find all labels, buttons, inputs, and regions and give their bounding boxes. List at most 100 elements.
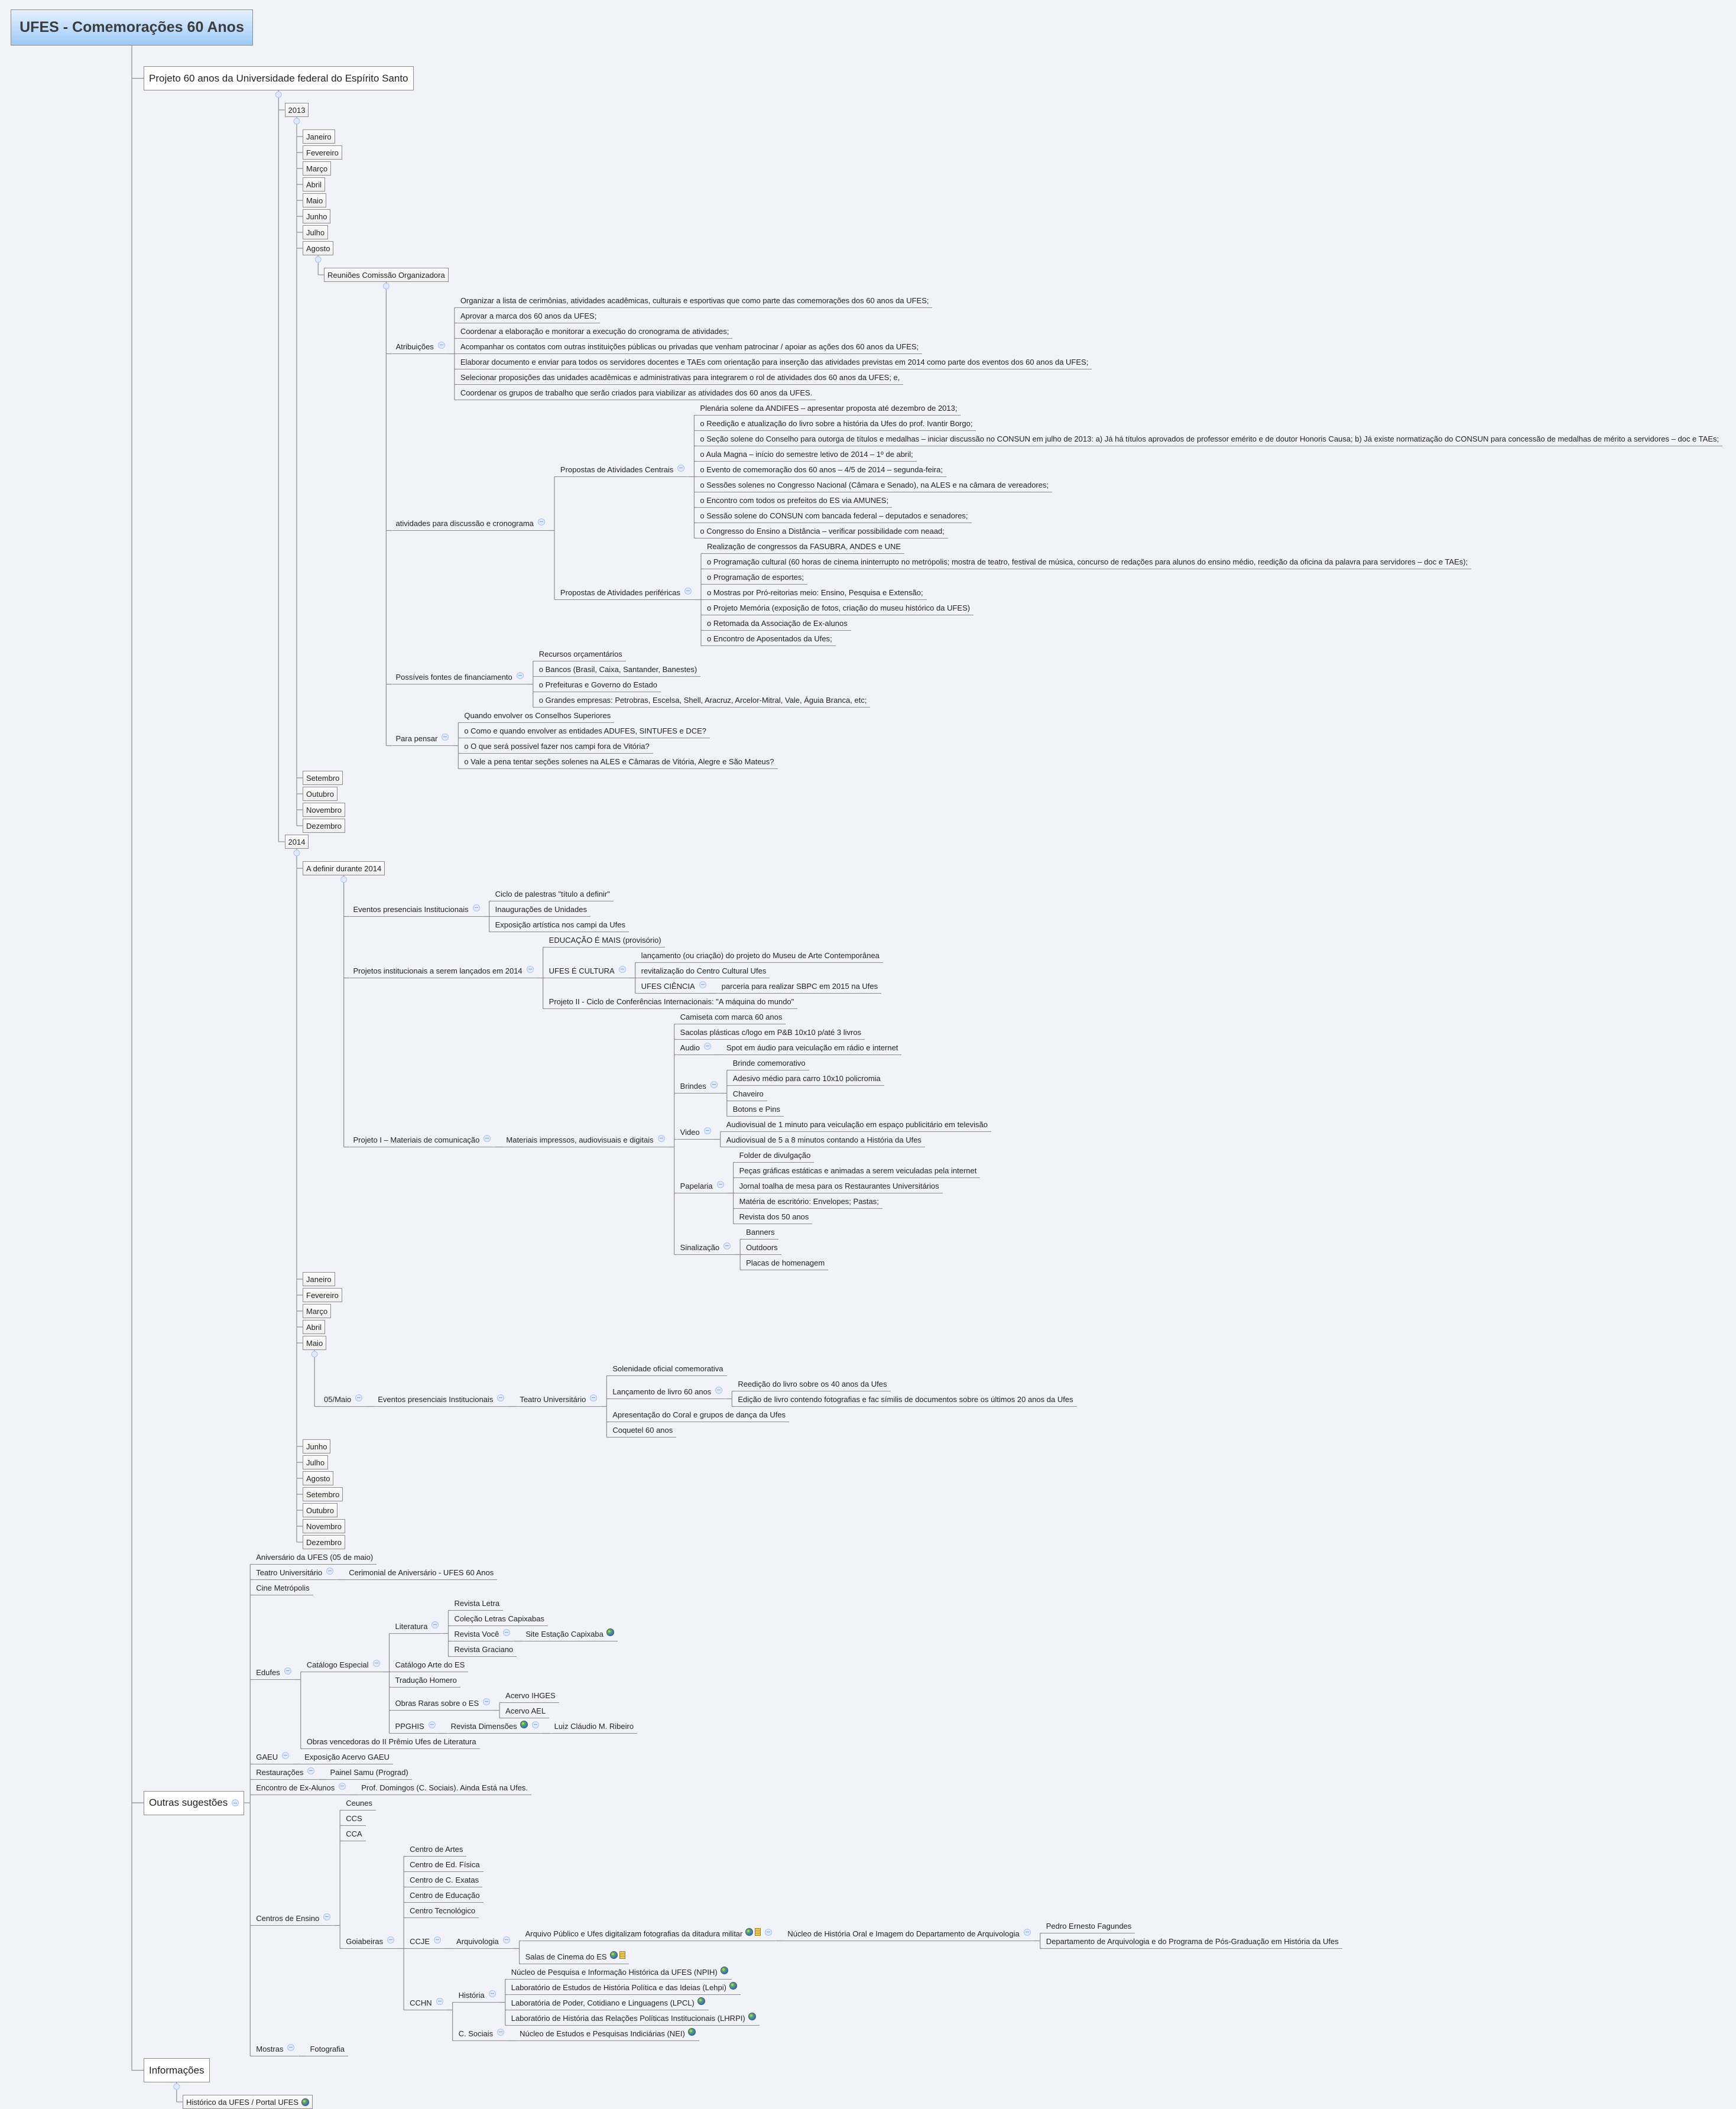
topic-label-row[interactable]: Papelaria — [676, 1178, 728, 1193]
collapse-toggle-icon[interactable] — [428, 1721, 436, 1728]
collapse-toggle-icon[interactable] — [703, 1042, 711, 1050]
topic-label-row[interactable]: Recursos orçamentários — [535, 646, 626, 661]
collapse-toggle-icon[interactable] — [488, 1990, 496, 1997]
collapse-toggle-icon[interactable] — [307, 1767, 315, 1774]
topic-label-row[interactable]: Ciclo de palestras "título a definir" — [491, 886, 614, 901]
topic-label-row[interactable]: o Prefeituras e Governo do Estado — [535, 677, 661, 692]
collapse-toggle-icon[interactable] — [502, 1936, 510, 1943]
topic-box[interactable]: Agosto — [303, 241, 334, 255]
topic-box[interactable]: Projeto 60 anos da Universidade federal … — [144, 66, 414, 90]
topic-label-row[interactable]: Adesivo médio para carro 10x10 policromi… — [729, 1070, 884, 1086]
topic-label-row[interactable]: Mostras — [252, 2041, 298, 2056]
topic-label-row[interactable]: Quando envolver os Conselhos Superiores — [460, 708, 615, 723]
globe-icon[interactable] — [729, 1982, 737, 1990]
topic-label-row[interactable]: o Vale a pena tentar seções solenes na A… — [460, 754, 778, 769]
collapse-toggle-icon[interactable] — [472, 904, 480, 911]
topic-label-row[interactable]: Propostas de Atividades Centrais — [556, 462, 689, 477]
topic-label-row[interactable]: Projetos institucionais a serem lançados… — [349, 963, 537, 978]
topic-label-row[interactable]: Acervo AEL — [502, 1703, 550, 1718]
topic-box[interactable]: Novembro — [303, 803, 345, 817]
collapse-toggle-icon[interactable] — [497, 2028, 505, 2036]
topic-label-row[interactable]: o Projeto Memória (exposição de fotos, c… — [703, 600, 974, 615]
topic-box[interactable]: Outubro — [303, 1503, 338, 1517]
topic-label-row[interactable]: Apresentação do Coral e grupos de dança … — [609, 1407, 790, 1422]
topic-label-row[interactable]: Fotografia — [306, 2041, 349, 2056]
topic-label-row[interactable]: PPGHIS — [391, 1718, 439, 1734]
topic-box[interactable]: Setembro — [303, 771, 343, 785]
topic-label-row[interactable]: 05/Maio — [320, 1391, 366, 1407]
topic-label-row[interactable]: Coquetel 60 anos — [609, 1422, 677, 1438]
topic-label-row[interactable]: o Sessões solenes no Congresso Nacional … — [696, 477, 1053, 492]
topic-label-row[interactable]: Organizar a lista de cerimônias, ativida… — [456, 293, 933, 308]
topic-label-row[interactable]: Video — [676, 1124, 715, 1140]
topic-label-row[interactable]: Cerimonial de Aniversário - UFES 60 Anos — [345, 1565, 498, 1580]
topic-box[interactable]: Dezembro — [303, 1535, 345, 1549]
topic-label-row[interactable]: Pedro Ernesto Fagundes — [1042, 1918, 1135, 1933]
topic-label-row[interactable]: o Como e quando envolver as entidades AD… — [460, 723, 710, 738]
topic-label-row[interactable]: Acompanhar os contatos com outras instit… — [456, 339, 923, 354]
topic-label-row[interactable]: Aniversário da UFES (05 de maio) — [252, 1549, 377, 1565]
collapse-toggle-icon[interactable] — [436, 1997, 443, 2005]
topic-label-row[interactable]: Propostas de Atividades periféricas — [556, 585, 695, 600]
collapse-toggle-icon[interactable] — [497, 1394, 505, 1401]
topic-label-row[interactable]: Revista Graciano — [450, 1641, 517, 1657]
globe-icon[interactable] — [609, 1951, 618, 1959]
collapse-toggle-icon[interactable] — [442, 733, 449, 741]
topic-label-row[interactable]: Spot em áudio para veiculação em rádio e… — [722, 1040, 902, 1055]
globe-icon[interactable] — [606, 1628, 614, 1636]
topic-label-row[interactable]: o Bancos (Brasil, Caixa, Santander, Bane… — [535, 661, 701, 677]
topic-box[interactable]: Informações — [144, 2058, 210, 2082]
topic-label-row[interactable]: EDUCAÇÃO É MAIS (provisório) — [545, 932, 665, 948]
topic-label-row[interactable]: Acervo IHGES — [502, 1688, 559, 1703]
topic-label-row[interactable]: Centro Tecnológico — [406, 1903, 479, 1918]
note-icon[interactable] — [619, 1951, 625, 1959]
topic-box[interactable]: 2014 — [284, 835, 309, 849]
topic-label-row[interactable]: o Encontro de Aposentados da Ufes; — [703, 631, 836, 646]
topic-label-row[interactable]: Prof. Domingos (C. Sociais). Ainda Está … — [358, 1780, 532, 1795]
topic-label-row[interactable]: o Congresso do Ensino a Distância – veri… — [696, 523, 948, 538]
topic-box[interactable]: Abril — [303, 177, 326, 192]
topic-label-row[interactable]: Centro de Artes — [406, 1841, 467, 1857]
topic-label-row[interactable]: Catálogo Especial — [303, 1657, 384, 1672]
topic-label-row[interactable]: Brinde comemorativo — [729, 1055, 809, 1070]
topic-label-row[interactable]: Laboratório de Estudos de História Polít… — [507, 1980, 741, 1995]
topic-label-row[interactable]: Reedição do livro sobre os 40 anos da Uf… — [734, 1376, 891, 1391]
topic-label-row[interactable]: Elaborar documento e enviar para todos o… — [456, 354, 1092, 369]
collapse-toggle-icon[interactable] — [431, 1621, 439, 1628]
topic-label-row[interactable]: Jornal toalha de mesa para os Restaurant… — [735, 1178, 943, 1193]
collapse-toggle-icon[interactable] — [703, 1127, 711, 1134]
topic-label-row[interactable]: Materiais impressos, audiovisuais e digi… — [502, 1132, 669, 1147]
collapse-toggle-icon[interactable] — [516, 671, 524, 679]
topic-label-row[interactable]: Peças gráficas estáticas e animadas a se… — [735, 1163, 981, 1178]
globe-icon[interactable] — [687, 2028, 696, 2036]
topic-box[interactable]: Maio — [303, 1336, 327, 1350]
collapse-toggle-icon[interactable] — [531, 1721, 539, 1728]
topic-label-row[interactable]: Goiabeiras — [342, 1933, 398, 1949]
topic-label-row[interactable]: o Mostras por Pró-reitorias meio: Ensino… — [703, 585, 927, 600]
topic-label-row[interactable]: Coordenar os grupos de trabalho que serã… — [456, 385, 816, 400]
topic-label-row[interactable]: Núcleo de Estudos e Pesquisas Indiciária… — [516, 2026, 699, 2041]
collapse-toggle-icon[interactable] — [699, 981, 706, 988]
topic-label-row[interactable]: UFES É CULTURA — [545, 963, 629, 978]
topic-label-row[interactable]: Exposição artística nos campi da Ufes — [491, 917, 629, 932]
collapse-toggle-icon[interactable] — [715, 1386, 723, 1394]
topic-label-row[interactable]: Eventos presenciais Institucionais — [374, 1391, 508, 1407]
topic-label-row[interactable]: Placas de homenagem — [742, 1255, 829, 1270]
topic-label-row[interactable]: Matéria de escritório: Envelopes; Pastas… — [735, 1193, 882, 1209]
collapse-toggle-icon[interactable] — [232, 1799, 239, 1806]
topic-label-row[interactable]: Realização de congressos da FASUBRA, AND… — [703, 538, 905, 554]
collapse-toggle-icon[interactable] — [684, 587, 692, 595]
topic-label-row[interactable]: o Grandes empresas: Petrobras, Escelsa, … — [535, 692, 871, 708]
collapse-toggle-icon[interactable] — [503, 1628, 511, 1636]
topic-box[interactable]: Histórico da UFES / Portal UFES — [183, 2095, 313, 2109]
topic-label-row[interactable]: Revista dos 50 anos — [735, 1209, 813, 1224]
collapse-toggle-icon[interactable] — [710, 1081, 718, 1088]
topic-label-row[interactable]: o Encontro com todos os prefeitos do ES … — [696, 492, 893, 508]
collapse-toggle-icon[interactable] — [618, 965, 626, 973]
collapse-toggle-icon[interactable] — [765, 1928, 773, 1936]
topic-box[interactable]: Fevereiro — [303, 1288, 342, 1302]
topic-label-row[interactable]: História — [455, 1987, 499, 2003]
topic-label-row[interactable]: lançamento (ou criação) do projeto do Mu… — [637, 948, 883, 963]
collapse-toggle-icon[interactable] — [434, 1936, 442, 1943]
topic-label-row[interactable]: Lançamento de livro 60 anos — [609, 1384, 726, 1399]
